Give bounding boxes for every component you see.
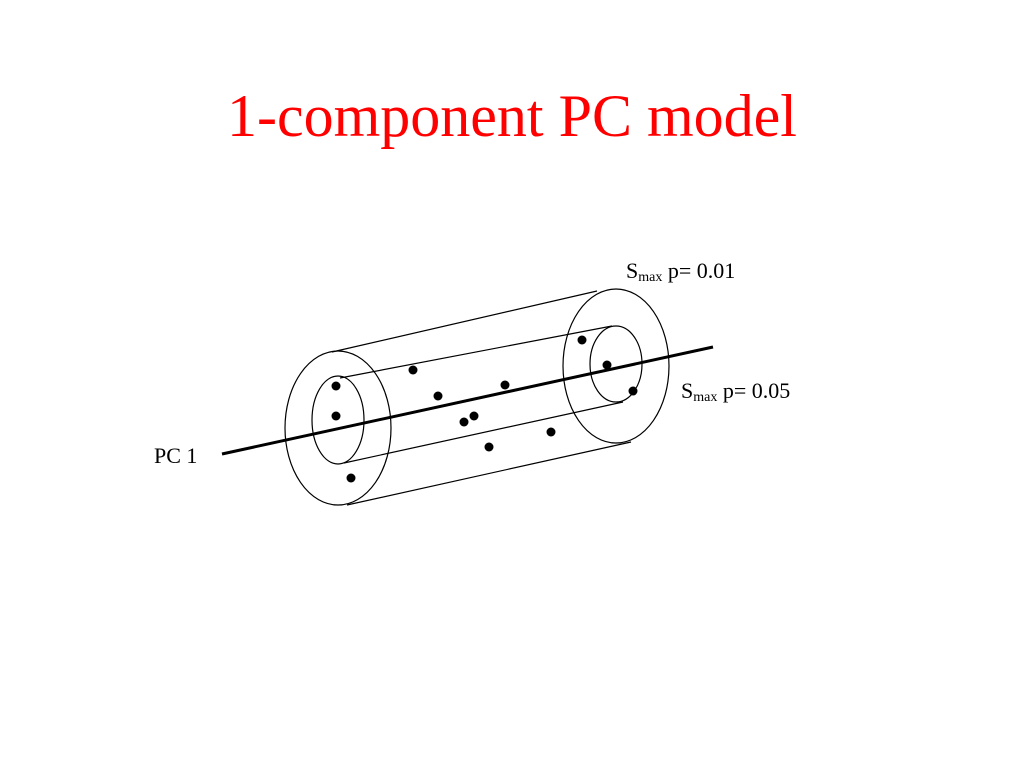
outer-label-subscript: max: [638, 270, 663, 285]
data-point: [500, 380, 510, 390]
data-point: [433, 391, 443, 401]
pc1-axis-label: PC 1: [154, 443, 198, 468]
left-inner-ring: [311, 375, 365, 465]
inner-label-subscript: max: [693, 390, 718, 405]
outer-cylinder-top-edge: [331, 290, 598, 353]
data-point: [331, 381, 341, 391]
pc1-axis-line: [221, 345, 714, 456]
data-point: [331, 411, 341, 421]
inner-label-symbol: S: [681, 378, 694, 403]
outer-cylinder-bottom-edge: [346, 441, 632, 506]
outer-boundary-label: Smax p= 0.01: [626, 258, 736, 285]
outer-label-symbol: S: [626, 258, 639, 283]
inner-boundary-label: Smax p= 0.05: [681, 378, 791, 405]
data-point: [469, 411, 479, 421]
data-point: [577, 335, 587, 345]
right-outer-ring: [562, 288, 670, 444]
inner-cylinder-top-edge: [339, 325, 613, 379]
outer-label-probability: p= 0.01: [662, 258, 736, 283]
slide-title: 1-component PC model: [227, 83, 797, 149]
data-point: [546, 427, 556, 437]
inner-label-probability: p= 0.05: [717, 378, 791, 403]
data-point: [459, 417, 469, 427]
data-point: [628, 386, 638, 396]
data-point: [408, 365, 418, 375]
data-point: [346, 473, 356, 483]
data-point: [602, 360, 612, 370]
inner-cylinder-bottom-edge: [343, 401, 624, 464]
data-point: [484, 442, 494, 452]
